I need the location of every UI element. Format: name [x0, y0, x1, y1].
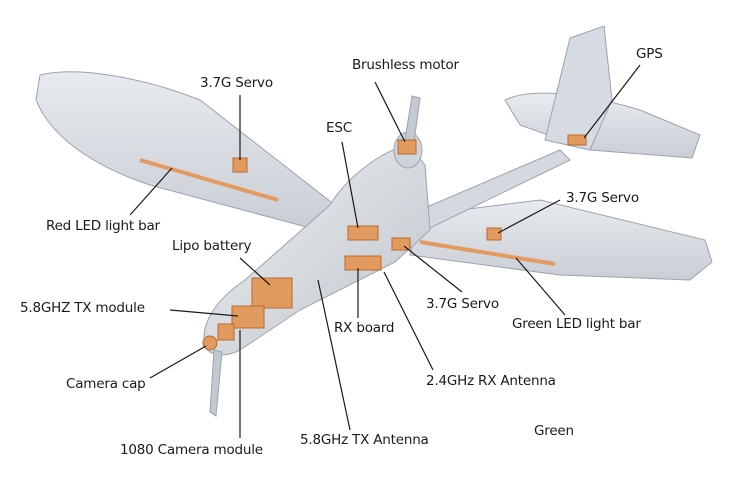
label-camera-cap: Camera cap — [66, 376, 146, 392]
red-led-bar — [139, 158, 279, 202]
leader-tx-module — [169, 309, 239, 317]
label-green-led-bar: Green LED light bar — [512, 316, 641, 332]
leader-rx-antenna — [383, 271, 434, 371]
propeller-blade-bottom — [209, 349, 223, 417]
leader-servo-tail — [403, 245, 463, 293]
label-red-led-bar: Red LED light bar — [46, 218, 160, 234]
label-lipo-battery: Lipo battery — [172, 238, 252, 254]
tx-module-part — [231, 305, 265, 329]
leader-tx-antenna — [317, 279, 351, 431]
leader-lines — [129, 64, 641, 438]
label-gps: GPS — [636, 46, 663, 62]
label-servo-left-wing: 3.7G Servo — [200, 75, 273, 91]
label-tx-module: 5.8GHZ TX module — [20, 300, 145, 316]
leader-red-led — [129, 167, 173, 216]
servo-right-wing-part — [486, 227, 502, 241]
label-rx-board: RX board — [334, 320, 395, 336]
leader-esc — [341, 141, 359, 229]
label-brushless-motor: Brushless motor — [352, 57, 459, 73]
battery-part — [251, 277, 293, 309]
camera-cap-part — [202, 335, 218, 351]
label-green-extra: Green — [534, 423, 574, 439]
rx-board-part — [344, 255, 382, 271]
servo-left-wing-part — [232, 157, 248, 173]
vertical-fin — [544, 25, 613, 151]
leader-battery — [239, 257, 271, 286]
label-servo-tail: 3.7G Servo — [426, 296, 499, 312]
esc-part — [347, 225, 379, 241]
leader-servo-right — [497, 199, 561, 234]
leader-gps — [583, 64, 641, 139]
leader-camera-cap — [149, 345, 207, 379]
leader-green-led — [515, 257, 566, 316]
green-led-bar — [419, 240, 556, 266]
label-camera-module: 1080 Camera module — [120, 442, 263, 458]
label-servo-right-wing: 3.7G Servo — [566, 190, 639, 206]
gps-part — [567, 134, 587, 146]
label-esc: ESC — [326, 120, 352, 136]
camera-part — [217, 323, 235, 341]
propeller-blade-top — [404, 95, 421, 143]
label-rx-antenna: 2.4GHz RX Antenna — [426, 373, 556, 389]
left-wing — [35, 71, 336, 229]
label-tx-antenna: 5.8GHz TX Antenna — [300, 432, 429, 448]
right-wing — [409, 199, 713, 281]
motor-part — [397, 139, 417, 155]
leader-motor — [374, 81, 406, 143]
